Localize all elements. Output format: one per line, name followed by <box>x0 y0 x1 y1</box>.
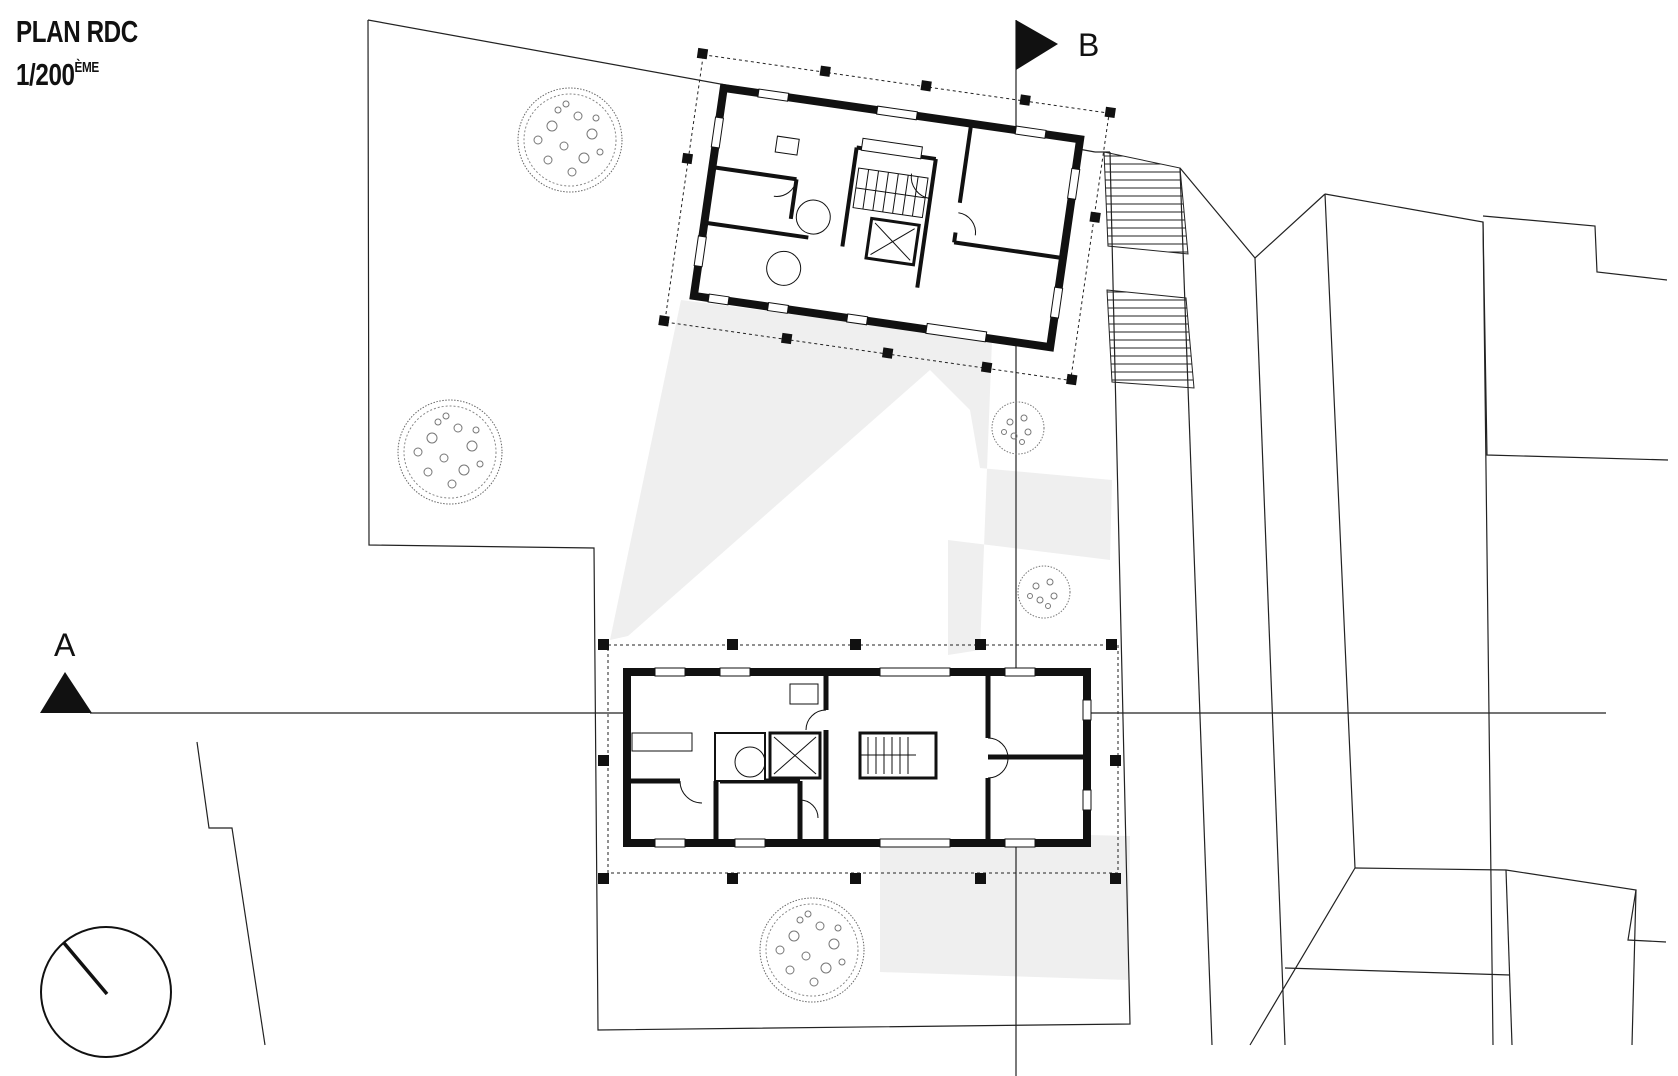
section-label-a: A <box>54 627 76 663</box>
tree-icon <box>517 87 623 193</box>
stair-icon <box>852 167 929 219</box>
door-swing-icon <box>679 709 1009 819</box>
section-arrow-a-icon <box>40 672 92 713</box>
neighbour-buildings <box>1095 151 1669 1046</box>
elevator-icon <box>864 216 921 267</box>
plan-scale-suffix: ÈME <box>74 59 100 76</box>
hatched-steps <box>1103 151 1195 389</box>
door-swing-icon <box>766 173 977 286</box>
plan-scale: 1/200ÈME <box>16 50 138 93</box>
plan-scale-value: 1/200 <box>16 57 75 92</box>
building-south <box>598 639 1121 884</box>
north-arrow-icon <box>40 926 172 1058</box>
tree-icon <box>397 399 503 505</box>
elevator-icon <box>768 731 822 780</box>
stair-icon <box>858 731 938 780</box>
paved-area <box>610 300 1130 980</box>
section-arrow-b-icon <box>1016 20 1058 70</box>
plan-title-text: PLAN RDC <box>16 14 138 49</box>
tree-icon <box>759 897 865 1003</box>
plan-title: PLAN RDC 1/200ÈME <box>16 14 172 93</box>
building-north <box>658 47 1116 386</box>
section-label-b: B <box>1078 27 1099 63</box>
tree-icon <box>991 401 1045 455</box>
tree-icon <box>1017 565 1071 619</box>
